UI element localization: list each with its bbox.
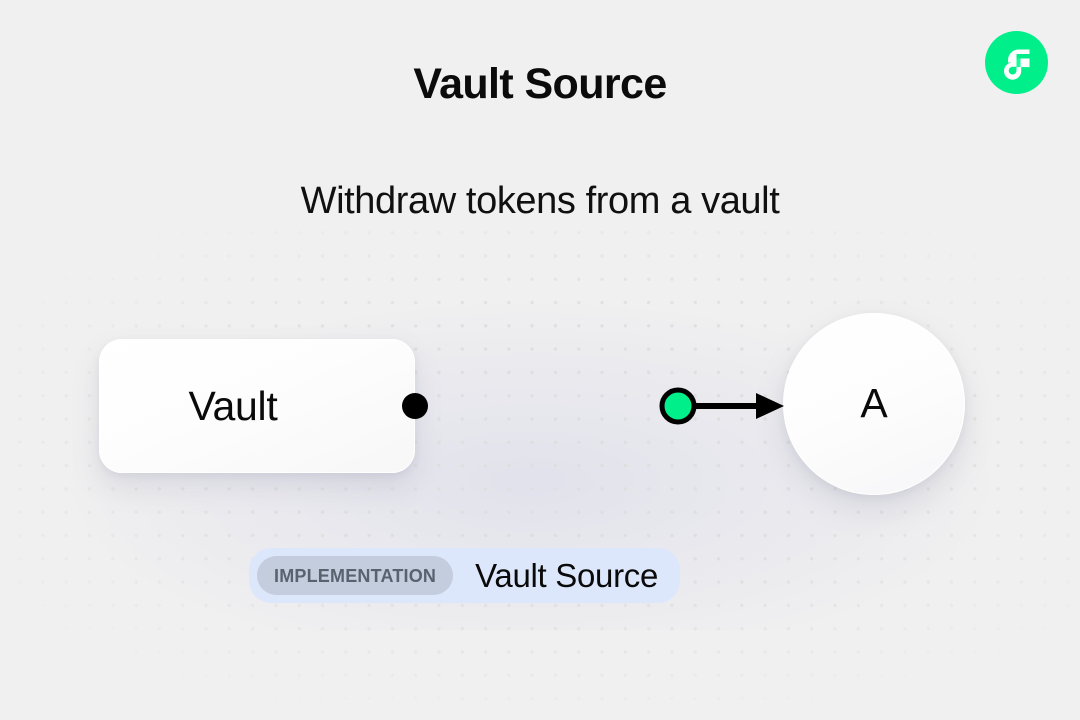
implementation-badge[interactable]: IMPLEMENTATION Vault Source [249, 548, 681, 603]
implementation-name: Vault Source [475, 557, 659, 594]
node-a-label: A [860, 379, 888, 426]
edge-midpoint-handle-icon[interactable] [659, 387, 697, 425]
node-vault-label: Vault [188, 382, 278, 429]
flow-logo-icon [985, 31, 1048, 94]
implementation-tag: IMPLEMENTATION [257, 556, 454, 595]
node-vault[interactable]: Vault [99, 339, 415, 473]
page-subtitle: Withdraw tokens from a vault [300, 180, 780, 222]
edge-source-handle-icon[interactable] [402, 393, 428, 419]
node-a[interactable]: A [783, 313, 965, 495]
edge-arrowhead-icon [756, 393, 784, 419]
page-title: Vault Source [413, 60, 667, 108]
implementation-tag-label: IMPLEMENTATION [274, 565, 437, 586]
